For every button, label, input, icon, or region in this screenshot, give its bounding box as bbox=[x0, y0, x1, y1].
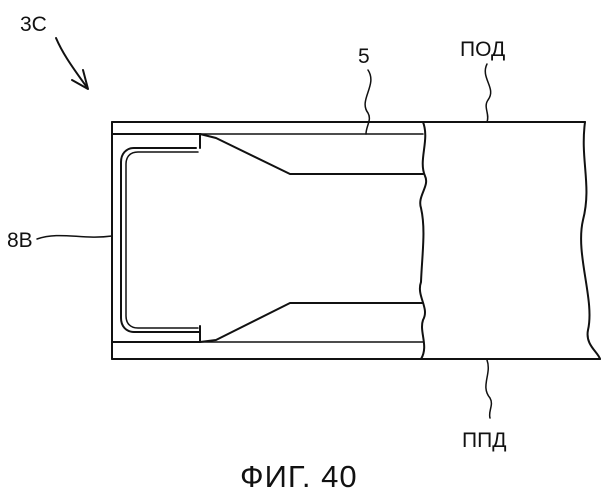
arrow-3c-shaft bbox=[56, 38, 86, 86]
leader-5 bbox=[365, 70, 371, 134]
leader-pod bbox=[485, 64, 490, 122]
label-8b: 8B bbox=[7, 229, 33, 252]
lower-insert-profile bbox=[112, 303, 423, 342]
leader-ppd bbox=[486, 360, 492, 418]
bracket-8b bbox=[121, 148, 200, 332]
bracket-8b-inner bbox=[126, 152, 198, 328]
label-5: 5 bbox=[358, 45, 370, 68]
label-ppd: ППД bbox=[462, 429, 506, 452]
upper-insert-profile bbox=[112, 134, 423, 174]
figure-caption: ФИГ. 40 bbox=[240, 459, 358, 494]
label-3c: 3C bbox=[20, 13, 47, 36]
leader-8b bbox=[37, 236, 112, 239]
right-break-line bbox=[581, 122, 600, 359]
label-pod: ПОД bbox=[460, 38, 505, 61]
inner-break-line bbox=[420, 122, 426, 359]
